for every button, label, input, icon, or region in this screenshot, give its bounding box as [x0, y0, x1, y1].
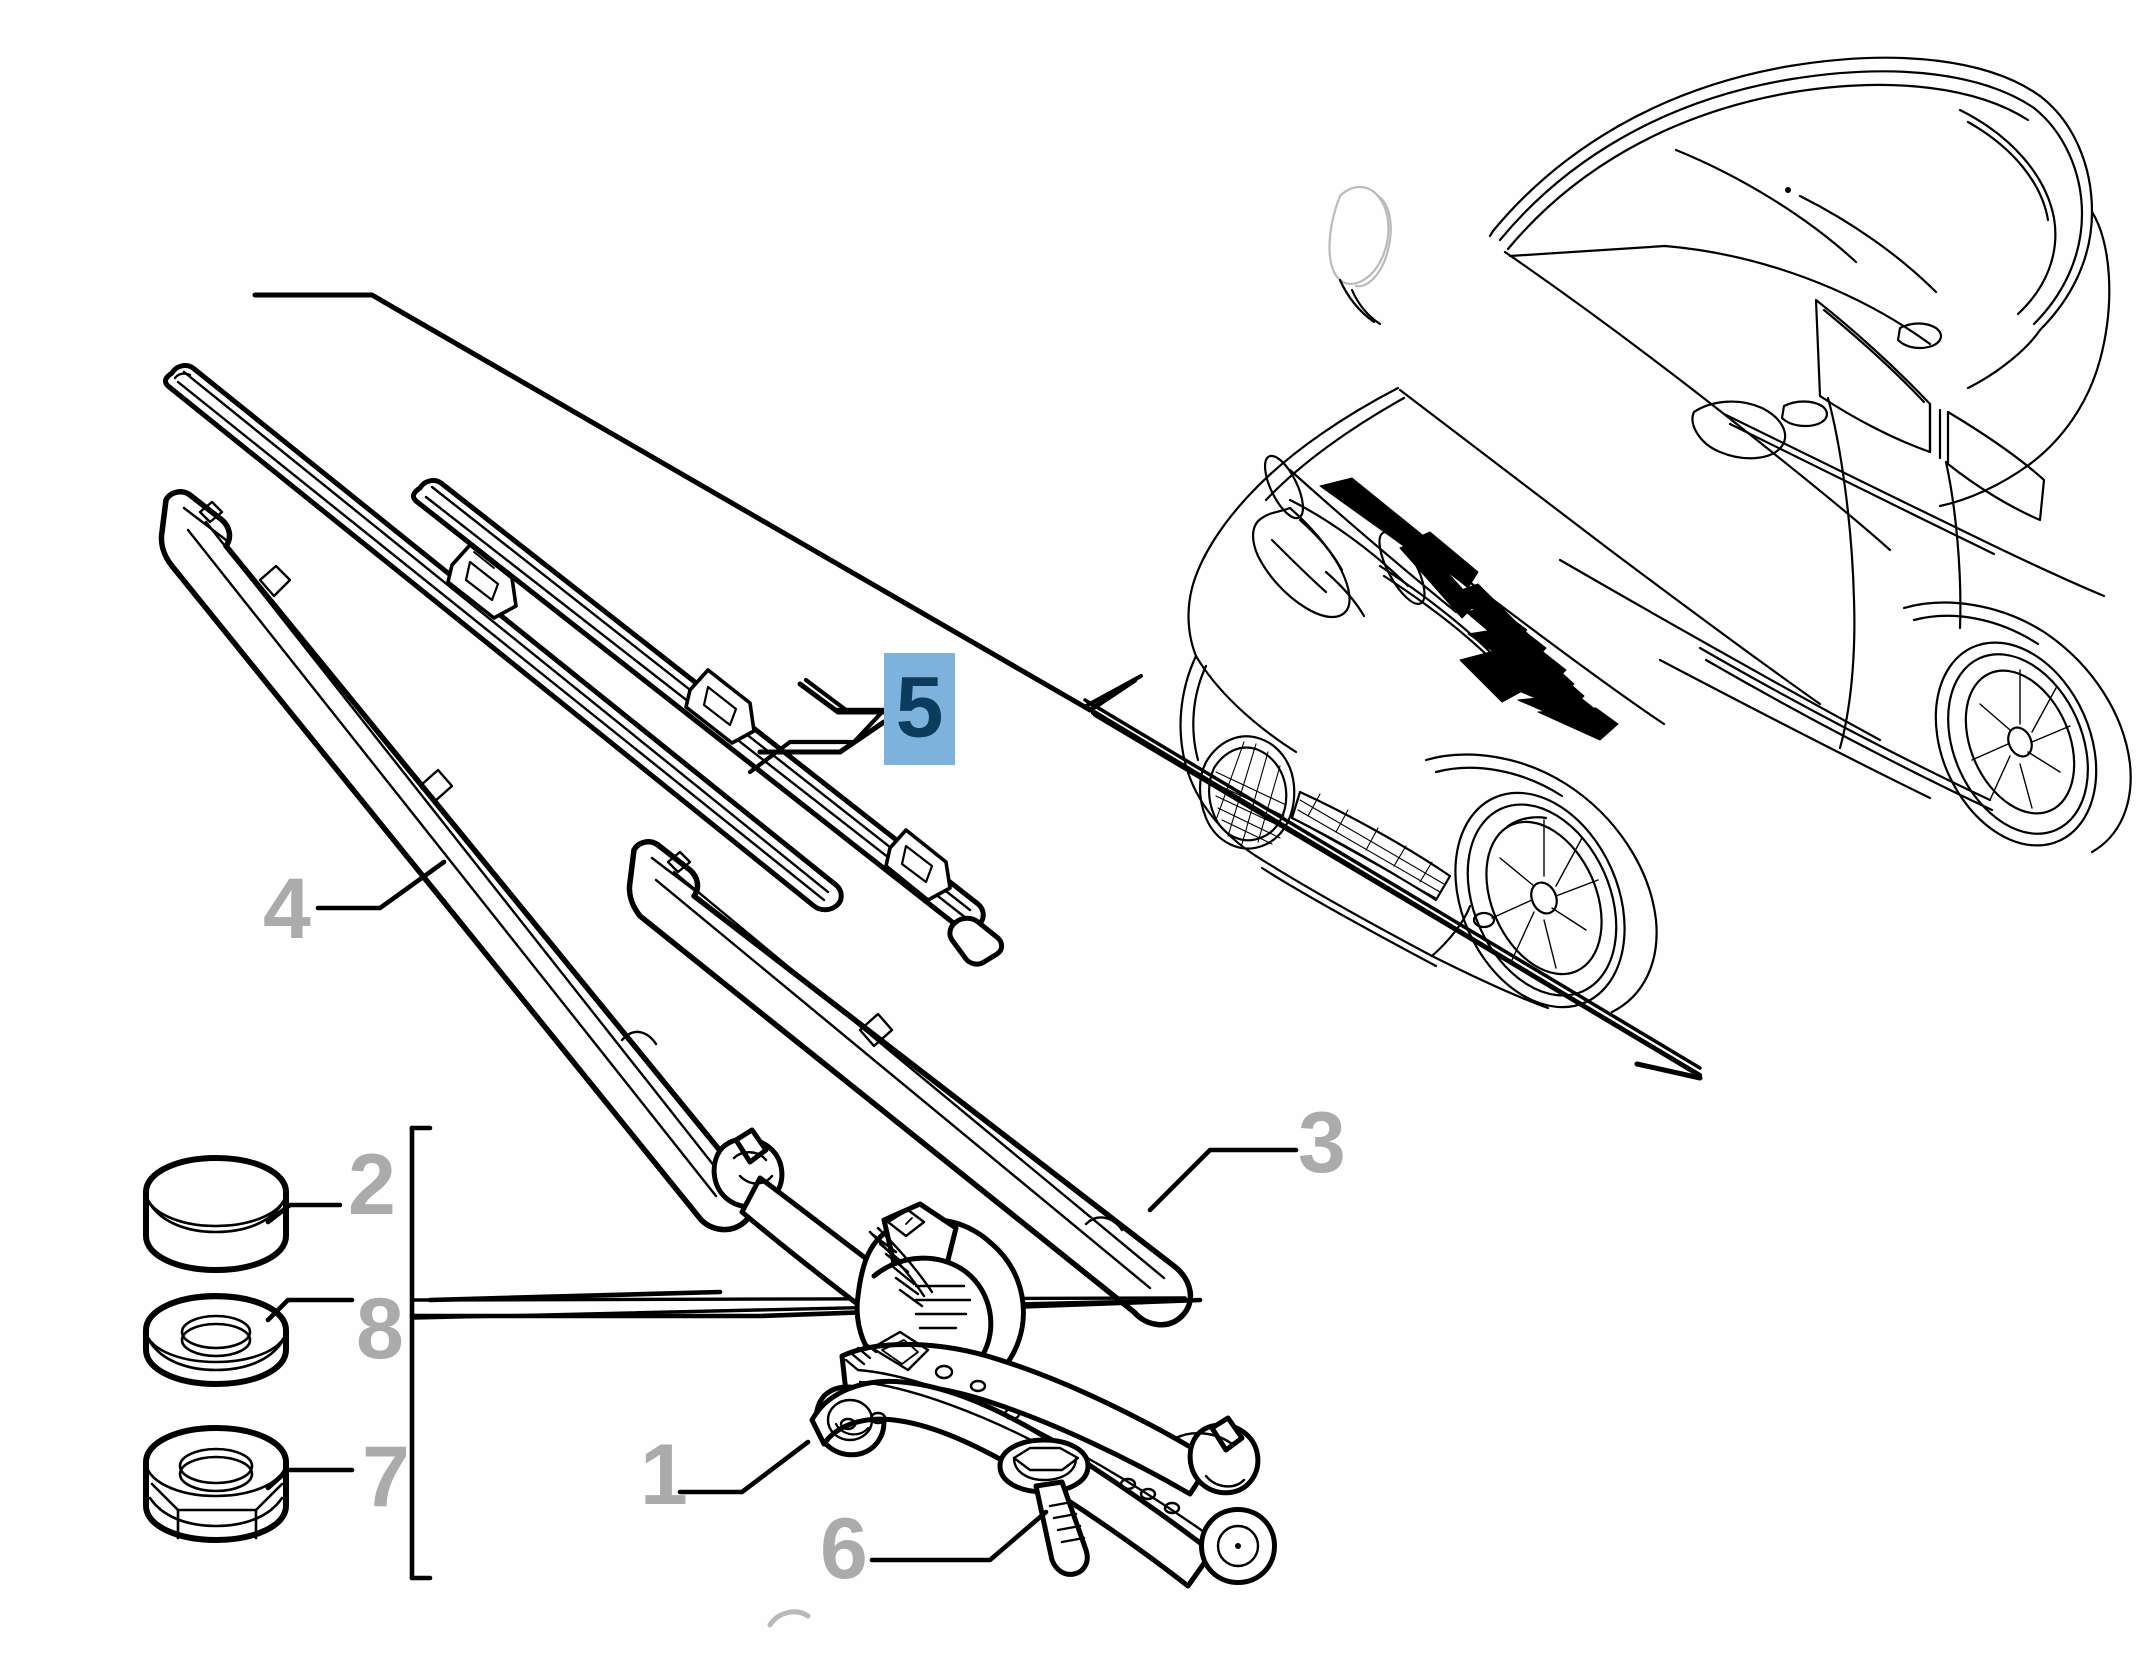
- rear-wheel-spokes: [1971, 669, 2071, 809]
- callout-number-7[interactable]: 7: [362, 1429, 410, 1525]
- wiper-blade-lower-detail: [424, 485, 972, 920]
- linkage-reference-lines: [412, 1296, 1190, 1320]
- callout-number-6[interactable]: 6: [820, 1501, 868, 1597]
- fixing-screw-detail: [1012, 1446, 1086, 1544]
- flat-washer-detail: [144, 1296, 288, 1372]
- hex-nut-detail: [144, 1426, 288, 1540]
- leader-6: [869, 1509, 1049, 1563]
- leader-hardware: [265, 1202, 355, 1491]
- leader-5-tick: [757, 681, 887, 755]
- vehicle-section-lines: [1083, 698, 1702, 1077]
- callout-number-3[interactable]: 3: [1298, 1095, 1346, 1191]
- bracket-arc: [767, 1609, 811, 1628]
- leader-3: [1147, 1147, 1299, 1213]
- callout-number-5: 5: [895, 659, 944, 756]
- wiper-arm-right-detail: [650, 850, 1166, 1290]
- wiper-arm-left-detail: [182, 500, 732, 1198]
- protective-cap: [143, 1155, 289, 1273]
- wiper-blade-upper-detail: [173, 370, 830, 902]
- front-wheel-spokes: [1491, 819, 1599, 969]
- callout-number-8[interactable]: 8: [356, 1281, 404, 1377]
- wiper-blade-lower-tip: [947, 915, 1005, 967]
- construction-lines: [1084, 674, 1702, 1078]
- protective-cap-detail: [144, 1156, 288, 1234]
- wiper-blade-upper: [163, 363, 844, 913]
- callout-number-2[interactable]: 2: [348, 1137, 396, 1233]
- callout-number-4[interactable]: 4: [263, 861, 311, 957]
- vehicle-illustration: [1179, 56, 2132, 1014]
- leader-4: [315, 859, 447, 911]
- leader-1: [677, 1439, 811, 1495]
- wiper-arm-right: [626, 839, 1194, 1328]
- callout-badge-5-highlighted[interactable]: 5: [884, 653, 955, 765]
- callout-number-1[interactable]: 1: [640, 1427, 688, 1523]
